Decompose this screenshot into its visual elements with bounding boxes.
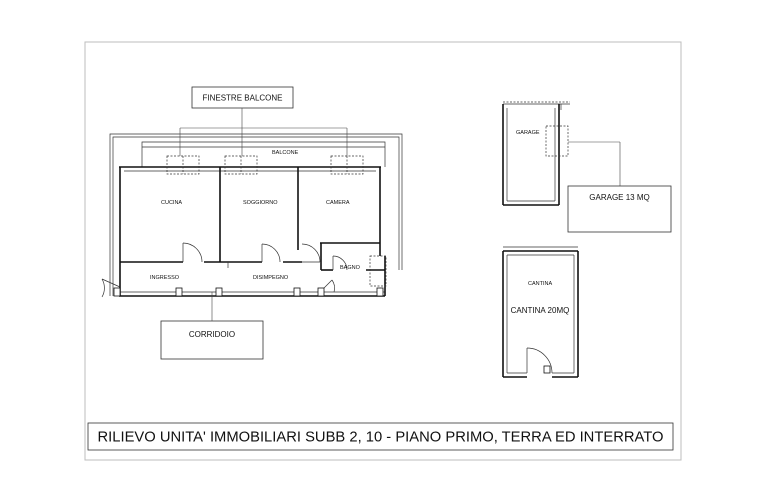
room-label-cucina: CUCINA [161, 200, 182, 206]
doors [101, 242, 348, 298]
room-label-disimpegno: DISIMPEGNO [253, 275, 289, 281]
wall-posts [113, 287, 384, 297]
room-label-soggiorno: SOGGIORNO [243, 200, 278, 206]
finestre-balcone-label: FINESTRE BALCONE [202, 94, 282, 103]
finestre-balcone-callout: FINESTRE BALCONE [179, 86, 348, 156]
drawing-title: RILIEVO UNITA' IMMOBILIARI SUBB 2, 10 - … [98, 430, 664, 446]
room-label-ingresso: INGRESSO [150, 275, 180, 281]
apartment-plan: BALCONE CUCINA SOGGIORNO CAMERA BAGNO IN… [101, 86, 403, 360]
garage-area-label: GARAGE 13 MQ [589, 193, 649, 202]
room-label-bagno: BAGNO [340, 265, 361, 271]
corridoio-label: CORRIDOIO [189, 330, 235, 339]
exterior-walls [119, 166, 385, 297]
title-block: RILIEVO UNITA' IMMOBILIARI SUBB 2, 10 - … [87, 422, 674, 451]
corridoio-callout: CORRIDOIO [160, 292, 264, 360]
interior-walls [120, 167, 386, 296]
sheet-frame [84, 41, 682, 461]
room-label-cantina: CANTINA [528, 281, 552, 287]
garage-plan: GARAGE GARAGE 13 MQ [502, 101, 672, 233]
room-label-camera: CAMERA [326, 200, 350, 206]
cantina-plan: CANTINA CANTINA 20MQ [502, 246, 579, 378]
balcony [109, 133, 403, 296]
room-label-balcone: BALCONE [272, 150, 299, 156]
room-label-garage: GARAGE [516, 130, 540, 136]
cantina-area-label: CANTINA 20MQ [511, 306, 570, 315]
